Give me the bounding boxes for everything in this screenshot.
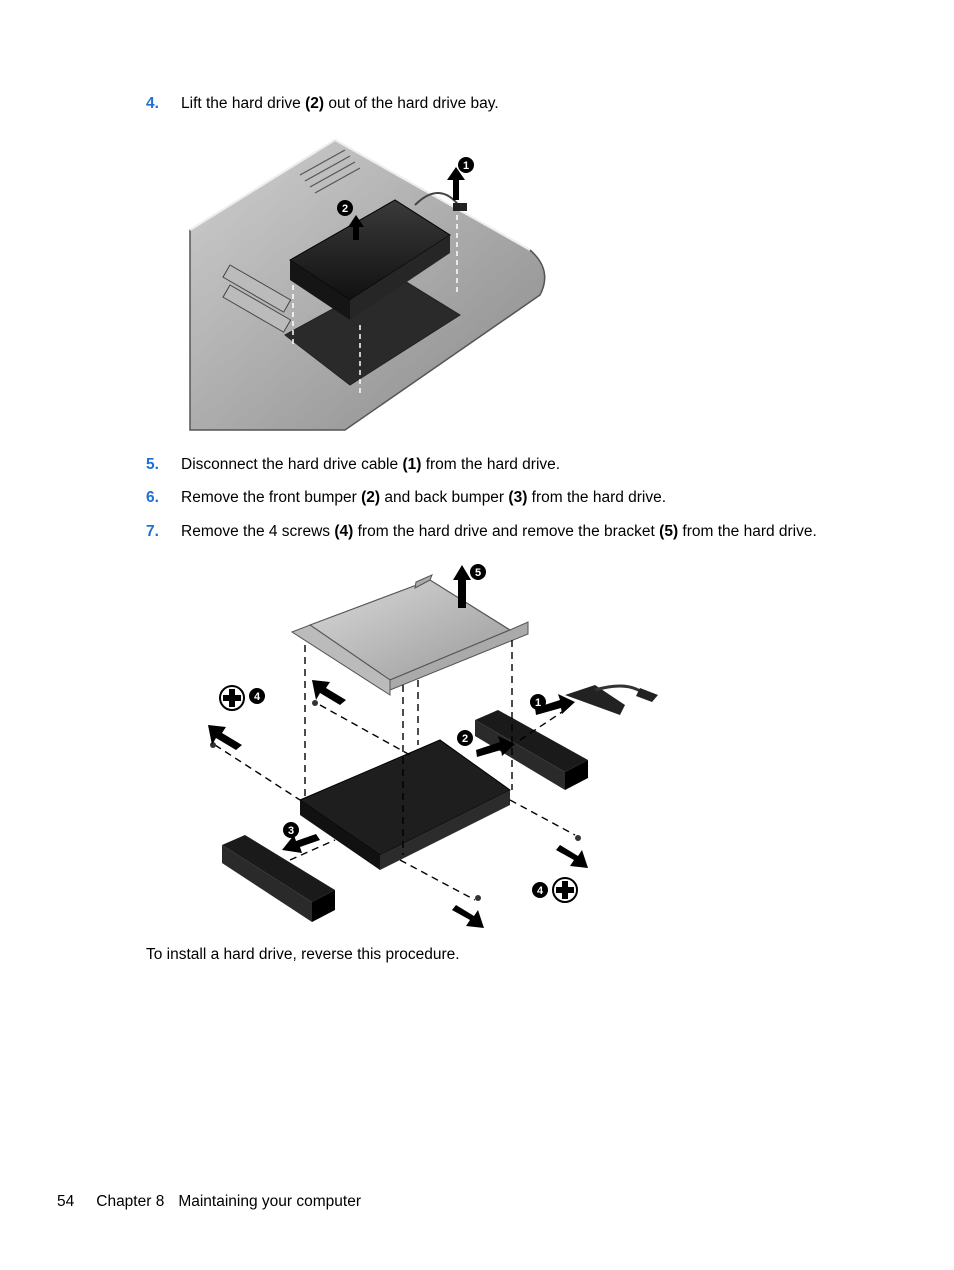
step-7: 7. Remove the 4 screws (4) from the hard…	[146, 521, 926, 543]
step-number: 7.	[146, 523, 159, 540]
step-text: Lift the hard drive (2) out of the hard …	[181, 95, 499, 112]
step-5: 5. Disconnect the hard drive cable (1) f…	[146, 454, 926, 476]
page-footer: 54 Chapter 8 Maintaining your computer	[57, 1191, 361, 1213]
page-number: 54	[57, 1193, 75, 1210]
step-number: 5.	[146, 456, 159, 473]
svg-text:2: 2	[462, 733, 468, 745]
phillips-screw-icon	[552, 877, 578, 903]
step-number: 6.	[146, 489, 159, 506]
svg-text:4: 4	[537, 885, 544, 897]
svg-text:2: 2	[342, 203, 348, 215]
callout-4	[249, 688, 265, 704]
bracket	[308, 579, 512, 681]
step-6: 6. Remove the front bumper (2) and back …	[146, 487, 926, 509]
svg-text:4: 4	[254, 691, 261, 703]
step-text: Remove the 4 screws (4) from the hard dr…	[181, 523, 817, 540]
step-4: 4. Lift the hard drive (2) out of the ha…	[146, 93, 926, 115]
callout-5	[470, 564, 486, 580]
chapter-title: Maintaining your computer	[178, 1193, 361, 1210]
step-text: Remove the front bumper (2) and back bum…	[181, 489, 667, 506]
callout-3	[283, 822, 299, 838]
svg-text:3: 3	[288, 825, 294, 837]
figure-disassemble-hard-drive: 1 2 3 4 4 5	[208, 564, 658, 928]
svg-text:1: 1	[463, 160, 469, 172]
callout-1	[530, 694, 546, 710]
step-text: Disconnect the hard drive cable (1) from…	[181, 456, 561, 473]
figure-remove-hard-drive: 1 2	[189, 138, 546, 431]
step-number: 4.	[146, 95, 159, 112]
callout-4	[532, 882, 548, 898]
phillips-screw-icon	[219, 685, 245, 711]
closing-note: To install a hard drive, reverse this pr…	[146, 946, 460, 963]
chapter-label: Chapter 8	[96, 1193, 165, 1210]
svg-text:5: 5	[475, 567, 481, 579]
callout-2	[337, 200, 353, 216]
callout-2	[457, 730, 473, 746]
svg-text:1: 1	[535, 697, 541, 709]
callout-1	[458, 157, 474, 173]
